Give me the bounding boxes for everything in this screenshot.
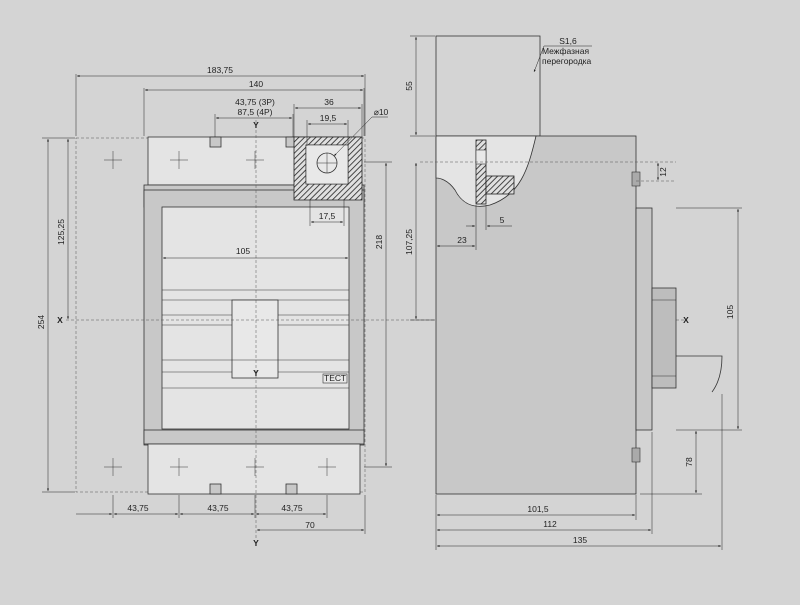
front-view: ТЕСТ Y Y Y X [36, 65, 686, 548]
dim-terminal-offset: 17,5 [309, 200, 345, 226]
axis-x-right: X [683, 315, 689, 325]
dim-overall-height: 254 [36, 137, 75, 493]
svg-text:5: 5 [500, 215, 505, 225]
svg-text:19,5: 19,5 [320, 113, 337, 123]
dim-half-height: 125,25 [56, 139, 69, 319]
svg-text:183,75: 183,75 [207, 65, 233, 75]
side-handle-lever [676, 355, 723, 393]
svg-text:125,25: 125,25 [56, 219, 66, 245]
dim-barrier-label: S1,6 Межфазная перегородка [533, 36, 592, 73]
axis-y-mid: Y [253, 368, 259, 378]
side-view: X S1,6 Межфазная перегородка 55 107,25 [404, 35, 742, 550]
dim-pole-pitch: 43,75 (3P) 87,5 (4P) [214, 97, 294, 137]
bottom-notch-2 [285, 483, 298, 495]
svg-text:254: 254 [36, 315, 46, 329]
svg-text:87,5 (4P): 87,5 (4P) [238, 107, 273, 117]
svg-text:105: 105 [725, 305, 735, 319]
side-terminal-hatch-1 [475, 139, 487, 205]
svg-text:36: 36 [324, 97, 334, 107]
dim-inner-width: 140 [143, 79, 365, 136]
svg-text:135: 135 [573, 535, 587, 545]
dim-terminal-height: 218 [364, 161, 392, 468]
svg-text:S1,6: S1,6 [559, 36, 577, 46]
dim-terminal-x: 23 5 [437, 205, 512, 250]
svg-text:112: 112 [543, 519, 557, 529]
dim-terminal-inner: 19,5 [306, 113, 349, 146]
svg-text:78: 78 [684, 457, 694, 467]
mounting-crosses [104, 151, 336, 476]
svg-text:43,75: 43,75 [281, 503, 303, 513]
dim-lower-height: 78 [640, 431, 702, 495]
side-terminal-hatch-2 [485, 175, 515, 195]
svg-text:23: 23 [457, 235, 467, 245]
svg-text:218: 218 [374, 235, 384, 249]
svg-text:107,25: 107,25 [404, 229, 414, 255]
test-button [322, 373, 348, 384]
phase-barrier [435, 35, 541, 137]
dim-handle-height: 105 [676, 207, 742, 431]
svg-text:140: 140 [249, 79, 263, 89]
svg-text:43,75 (3P): 43,75 (3P) [235, 97, 275, 107]
svg-text:перегородка: перегородка [542, 56, 592, 66]
svg-text:43,75: 43,75 [127, 503, 149, 513]
test-label: ТЕСТ [324, 373, 346, 383]
axis-x-left: X [57, 315, 63, 325]
axis-y-top: Y [253, 120, 259, 130]
svg-text:105: 105 [236, 246, 250, 256]
svg-text:70: 70 [305, 520, 315, 530]
svg-text:101,5: 101,5 [527, 504, 549, 514]
bottom-notch-1 [209, 483, 222, 495]
axis-y-bottom: Y [253, 538, 259, 548]
dim-terminal-depth: 107,25 [404, 163, 435, 321]
dim-barrier-height: 55 [404, 35, 435, 137]
side-screw-bottom [631, 447, 641, 463]
top-notch-1 [209, 136, 222, 148]
side-handle [651, 287, 677, 389]
dim-handle-width: 105 [163, 246, 348, 259]
svg-text:43,75: 43,75 [207, 503, 229, 513]
dim-bottom-pitches: 43,75 43,75 43,75 70 [76, 495, 366, 534]
svg-text:17,5: 17,5 [319, 211, 336, 221]
dim-top-offset: 12 [657, 163, 668, 180]
svg-text:55: 55 [404, 81, 414, 91]
dim-depths: 101,5 112 135 [435, 394, 723, 550]
svg-text:Межфазная: Межфазная [542, 46, 589, 56]
svg-text:⌀10: ⌀10 [374, 107, 389, 117]
dim-overall-width: 183,75 [75, 65, 366, 136]
bottom-terminal-block [147, 443, 361, 495]
bottom-rim [143, 429, 365, 445]
svg-text:12: 12 [658, 167, 668, 177]
toggle-handle [231, 299, 279, 379]
side-handle-housing [635, 207, 653, 431]
dim-terminal-width: 36 [293, 97, 363, 137]
side-screw-top [631, 171, 641, 187]
dim-terminal-hole: ⌀10 [333, 107, 389, 157]
